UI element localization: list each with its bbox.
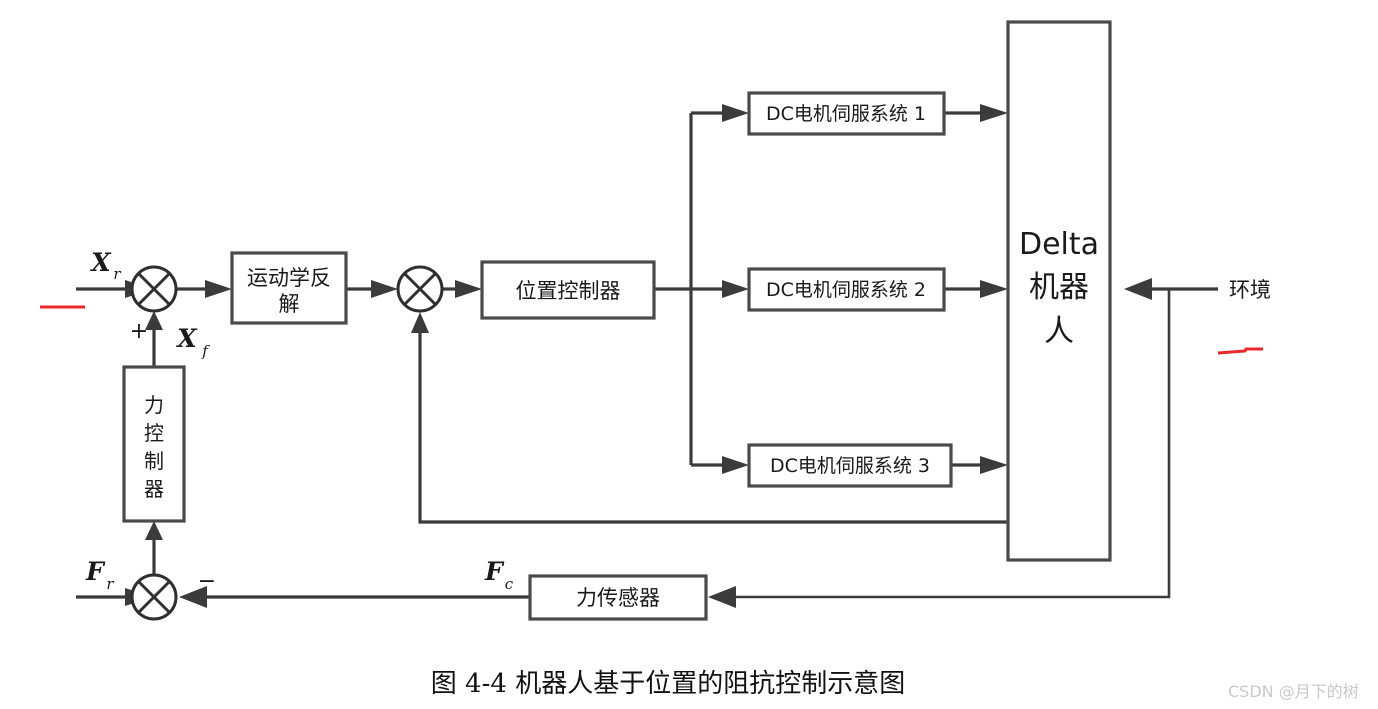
block-servo-3-label: DC电机伺服系统 3 [770,455,930,477]
block-delta-robot-line3: 人 [1044,314,1074,349]
block-servo-2-label: DC电机伺服系统 2 [766,279,926,301]
wire-environment-to-delta [1124,278,1218,300]
label-position-adjust-symbol: X [175,324,198,353]
block-force-sensor[interactable]: 力传感器 [528,574,708,621]
label-reference-force-symbol: F [85,557,106,586]
block-position-controller[interactable]: 位置控制器 [480,260,656,320]
label-minus-sign: − [198,569,216,594]
block-inverse-kinematics-line1: 运动学反 [247,266,331,290]
label-contact-force-subscript: c [505,575,514,593]
block-inverse-kinematics[interactable]: 运动学反 解 [230,251,348,325]
label-reference-force-subscript: r [106,575,114,593]
wire-junction3-to-force-controller [145,521,163,575]
wire-servo1-to-delta [944,104,1008,122]
wire-force-controller-to-junction1 [145,311,163,367]
block-force-controller-char-0: 力 [144,393,164,417]
block-delta-robot[interactable]: Delta 机器 人 [1006,20,1112,562]
block-force-controller-char-2: 制 [144,449,164,473]
wire-junction1-to-inverse-kinematics [177,280,232,298]
block-force-sensor-label: 力传感器 [576,586,660,610]
summing-junction-position[interactable] [130,265,178,313]
label-position-adjust: X f [175,324,210,360]
wire-delta-position-feedback [411,312,1008,524]
label-contact-force: F c [484,557,514,593]
figure-caption: 图 4-4 机器人基于位置的阻抗控制示意图 [431,669,905,699]
block-servo-2[interactable]: DC电机伺服系统 2 [747,267,946,312]
csdn-watermark: CSDN @月下的树 [1228,682,1359,701]
summing-junction-joint-command[interactable] [396,265,444,313]
summing-junction-force[interactable] [130,573,178,621]
block-servo-3[interactable]: DC电机伺服系统 3 [747,443,953,488]
label-reference-position-subscript: r [113,265,121,283]
block-force-controller-char-1: 控 [144,421,164,445]
block-force-controller[interactable]: 力 控 制 器 [122,365,186,523]
wire-servo2-to-delta [944,280,1008,298]
label-reference-position: X r [89,248,121,283]
wire-position-controller-to-servo-branch [654,104,749,474]
label-contact-force-symbol: F [484,557,505,586]
block-force-controller-char-3: 器 [144,477,164,501]
wire-force-sensor-to-junction3 [179,586,530,608]
label-reference-position-symbol: X [89,248,112,277]
label-plus-sign: + [130,319,148,344]
block-delta-robot-line1: Delta [1019,227,1099,262]
wire-environment-branch-to-force-sensor [708,289,1171,608]
label-environment: 环境 [1229,278,1271,302]
block-servo-1-label: DC电机伺服系统 1 [766,103,926,125]
red-annotation-right [1217,347,1263,355]
wire-junction2-to-position-controller [443,280,482,298]
wire-inverse-kinematics-to-junction2 [346,280,398,298]
block-servo-1[interactable]: DC电机伺服系统 1 [747,91,946,136]
block-position-controller-label: 位置控制器 [516,279,621,303]
label-reference-force: F r [85,557,114,593]
block-inverse-kinematics-line2: 解 [279,292,300,316]
block-delta-robot-line2: 机器 [1029,270,1089,305]
label-position-adjust-subscript: f [201,342,210,360]
wire-servo3-to-delta [951,456,1008,474]
